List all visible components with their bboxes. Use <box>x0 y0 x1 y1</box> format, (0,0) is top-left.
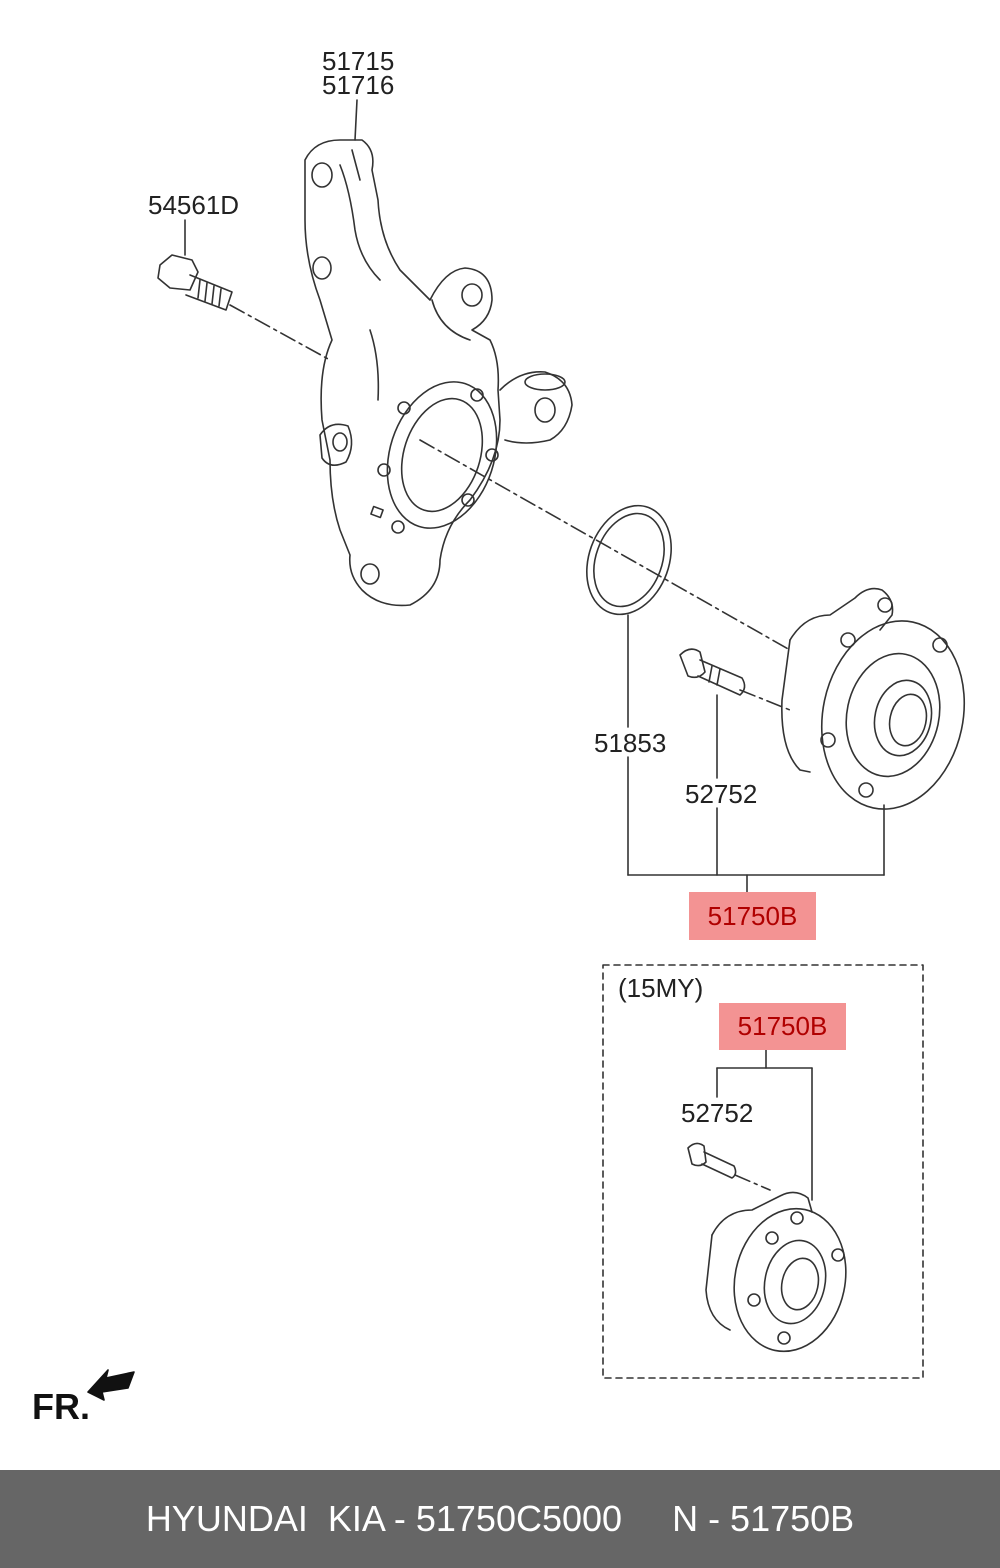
steering-knuckle-drawing <box>304 139 573 607</box>
seal-ring-drawing <box>586 504 672 616</box>
hub-assembly-highlight[interactable]: 51750B <box>689 892 816 940</box>
knuckle-bolt-drawing <box>157 254 233 311</box>
footer-oem-number: HYUNDAI KIA - 51750C5000 <box>145 1498 623 1539</box>
leader-lines <box>184 99 885 1201</box>
label-seal-ring: 51853 <box>594 728 667 758</box>
label-variant-hub-bolt: 52752 <box>681 1098 754 1128</box>
hub-bolt-drawing <box>679 648 746 696</box>
diagram-drawing <box>87 99 966 1401</box>
hub-bearing-drawing <box>781 587 966 810</box>
assembly-axis <box>229 304 791 1191</box>
variant-hub-assembly-highlight[interactable]: 51750B <box>719 1003 846 1050</box>
label-knuckle-a: 51715 <box>322 46 395 76</box>
footer-cross-reference: N - 51750B <box>672 1498 855 1539</box>
variant-hub-bolt-drawing <box>687 1142 737 1179</box>
variant-box <box>602 964 924 1379</box>
variant-tag: (15MY) <box>618 973 704 1003</box>
front-arrow-icon <box>87 1369 135 1401</box>
variant-hub-bearing-drawing <box>705 1191 847 1353</box>
parts-diagram: 51715 51716 54561D 51853 52752 51750B (1… <box>32 46 966 1427</box>
label-knuckle-b: 51716 <box>322 70 395 100</box>
label-hub-bolt: 52752 <box>685 779 758 809</box>
label-bolt: 54561D <box>148 190 240 220</box>
footer-bar: HYUNDAI KIA - 51750C5000 N - 51750B <box>0 1470 1000 1568</box>
front-marker: FR. <box>32 1386 90 1427</box>
